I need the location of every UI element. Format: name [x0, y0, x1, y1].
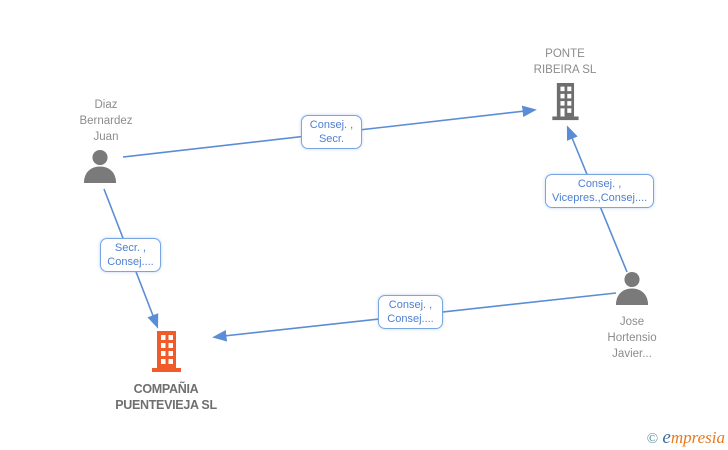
building-icon — [148, 331, 184, 378]
edge-label-diaz-compania: Secr. , Consej.... — [100, 238, 161, 272]
person-name-line: Diaz — [94, 99, 118, 111]
company-name-line: COMPAÑIA — [133, 382, 199, 396]
company-name: PONTE RIBEIRA SL — [534, 46, 597, 78]
role-line: Consej. , — [309, 119, 354, 131]
role-line: Consej.... — [107, 256, 154, 268]
company-name: COMPAÑIA PUENTEVIEJA SL — [115, 381, 217, 413]
copyright-symbol: © — [646, 431, 659, 447]
role-line: Consej.... — [387, 313, 434, 325]
person-name: Diaz Bernardez Juan — [79, 97, 132, 145]
role-line: Secr. , — [114, 242, 147, 254]
company-name-line: PUENTEVIEJA SL — [115, 398, 217, 412]
role-line: Secr. — [318, 133, 345, 145]
person-name: Jose Hortensio Javier... — [607, 314, 656, 362]
building-icon — [548, 83, 582, 126]
person-name-line: Hortensio — [607, 332, 657, 344]
role-line: Consej. , — [388, 299, 433, 311]
brand-logo-letter: e — [662, 427, 671, 448]
company-name-line: RIBEIRA SL — [533, 64, 597, 76]
node-compania-puentevieja[interactable]: COMPAÑIA PUENTEVIEJA SL — [96, 331, 236, 413]
person-name-line: Juan — [93, 131, 119, 143]
role-line: Vicepres.,Consej.... — [552, 192, 648, 204]
person-name-line: Bernardez — [79, 115, 133, 127]
edge-label-jose-ponte: Consej. , Vicepres.,Consej.... — [545, 174, 655, 208]
person-icon — [81, 149, 119, 188]
person-name-line: Jose — [619, 316, 645, 328]
person-name-line: Javier... — [612, 348, 652, 360]
node-jose-hortensio-javier[interactable]: Jose Hortensio Javier... — [577, 271, 687, 362]
edge-label-jose-compania: Consej. , Consej.... — [378, 295, 443, 329]
role-line: Consej. , — [577, 178, 622, 190]
node-diaz-bernardez-juan[interactable]: Diaz Bernardez Juan — [51, 97, 161, 188]
edge-label-diaz-ponte: Consej. , Secr. — [301, 115, 362, 149]
empresia-watermark: © empresia — [647, 427, 725, 449]
brand-logo-text: mpresia — [670, 428, 725, 447]
person-icon — [613, 271, 651, 310]
node-ponte-ribeira[interactable]: PONTE RIBEIRA SL — [505, 46, 625, 126]
company-name-line: PONTE — [545, 48, 585, 60]
